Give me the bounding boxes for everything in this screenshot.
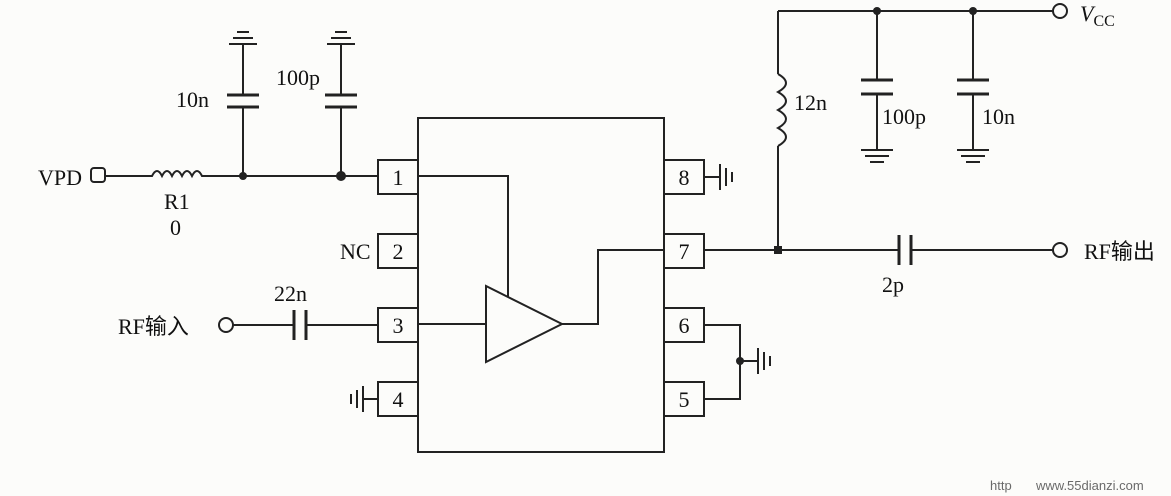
pin-5-label: 5: [679, 387, 690, 412]
pin5-pin6-wire: [704, 324, 741, 400]
capacitor-22n: [292, 310, 308, 340]
ground-icon: [229, 31, 257, 45]
capacitor-100p-left: [325, 44, 357, 176]
pin-8-label: 8: [679, 165, 690, 190]
ground-icon: [757, 348, 771, 374]
watermark-url: www.55dianzi.com: [1035, 478, 1144, 493]
ground-icon: [861, 149, 893, 163]
pin-4: 4: [377, 381, 419, 417]
vpd-terminal: [90, 167, 106, 183]
rf-output-terminal: [1052, 242, 1068, 258]
l1-label: 12n: [794, 90, 827, 115]
junction-dot: [736, 357, 744, 365]
vpd-label: VPD: [38, 165, 82, 190]
vcc-label: VCC: [1080, 1, 1115, 30]
pin-2-label: 2: [393, 239, 404, 264]
pin-8: 8: [663, 159, 705, 195]
amp-to-pin7-wire: [562, 249, 664, 325]
capacitor-10n-left: [227, 44, 259, 176]
ground-icon: [327, 31, 355, 45]
ground-icon: [957, 149, 989, 163]
vcc-terminal: [1052, 3, 1068, 19]
watermark-left: http: [990, 478, 1012, 493]
pin-3: 3: [377, 307, 419, 343]
pin-5: 5: [663, 381, 705, 417]
vcc-label-main: V: [1080, 1, 1096, 26]
r1-value-label: 0: [170, 215, 181, 240]
c2-label: 100p: [276, 65, 320, 90]
pin-1-label: 1: [393, 165, 404, 190]
c-out-label: 2p: [882, 272, 904, 297]
pin-1: 1: [377, 159, 419, 195]
rf-input-label: RF输入: [118, 314, 189, 339]
pin-4-label: 4: [393, 387, 404, 412]
c4-label: 10n: [982, 104, 1015, 129]
pin-3-label: 3: [393, 313, 404, 338]
c3-label: 100p: [882, 104, 926, 129]
ground-icon: [719, 164, 733, 190]
c-in-label: 22n: [274, 281, 307, 306]
pin-7-label: 7: [679, 239, 690, 264]
pin-6-label: 6: [679, 313, 690, 338]
amplifier-triangle: [485, 284, 565, 364]
rf-output-label: RF输出: [1084, 239, 1155, 264]
r1-label: R1: [164, 189, 190, 214]
pin-7: 7: [663, 233, 705, 269]
vcc-label-subscript: CC: [1093, 13, 1114, 30]
pin1-to-amp-wire: [418, 175, 509, 297]
c1-label: 10n: [176, 87, 209, 112]
nc-label: NC: [340, 239, 371, 264]
ground-icon: [350, 386, 364, 412]
pin-2: 2: [377, 233, 419, 269]
inductor-12n: [775, 73, 787, 147]
ic-body: [417, 117, 665, 453]
resistor-r1: [148, 170, 208, 179]
capacitor-2p: [897, 235, 913, 265]
capacitor-10n-right: [957, 11, 989, 150]
pin-6: 6: [663, 307, 705, 343]
capacitor-100p-right: [861, 11, 893, 150]
rf-input-terminal: [218, 317, 234, 333]
